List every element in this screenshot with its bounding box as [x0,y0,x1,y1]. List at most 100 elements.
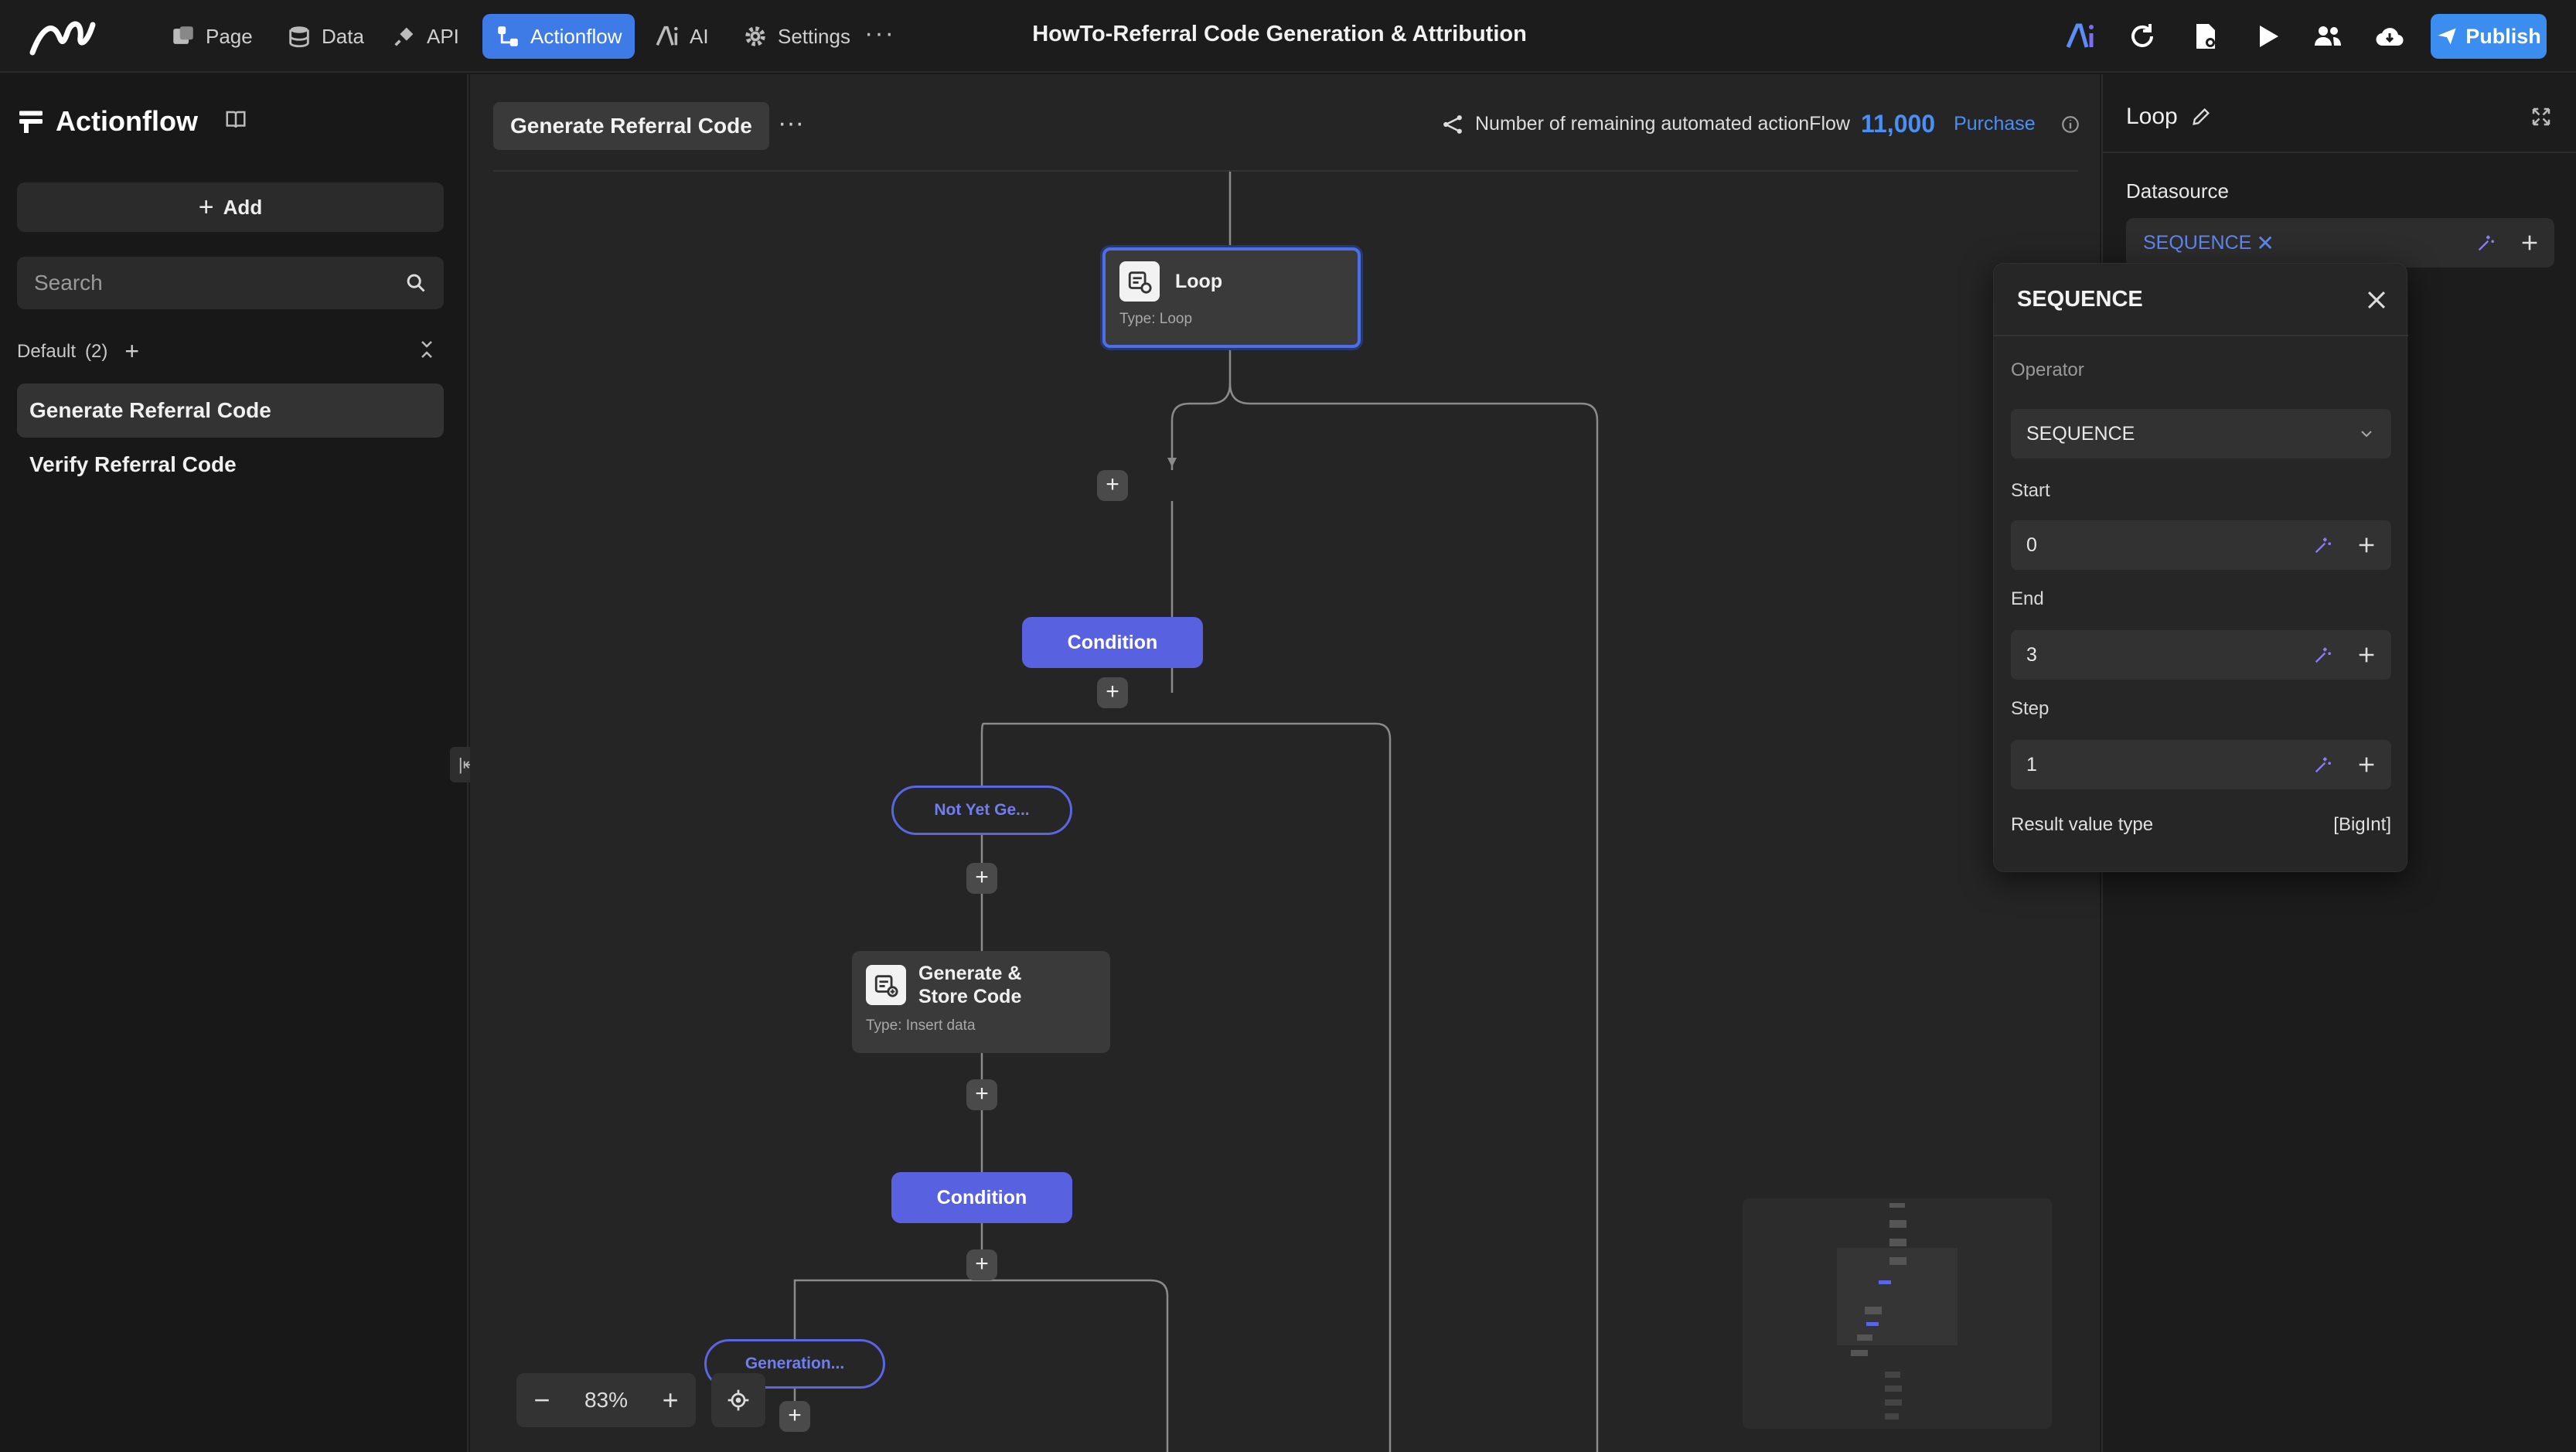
add-group-icon[interactable]: + [124,337,140,365]
add-step-button[interactable]: + [779,1401,810,1432]
group-name: Default [17,340,77,362]
add-actionflow-button[interactable]: + Add [17,182,444,232]
edit-pencil-icon[interactable] [2190,106,2212,128]
datasource-value[interactable]: SEQUENCE [2143,231,2252,254]
end-field[interactable]: 3 [2011,630,2391,680]
branch-not-yet-generated[interactable]: Not Yet Ge... [891,786,1072,835]
search-box [17,257,444,309]
file-settings-icon[interactable] [2188,19,2223,54]
docs-book-icon[interactable] [224,108,247,131]
result-value-type-row: Result value type [BigInt] [2011,814,2391,836]
publish-label: Publish [2465,24,2541,48]
nav-ai-label: AI [690,24,709,48]
zoom-out-button[interactable]: − [533,1384,550,1416]
info-icon[interactable] [2060,114,2080,135]
start-field[interactable]: 0 [2011,520,2391,570]
end-value: 3 [2026,643,2037,666]
sidebar-item-verify-referral-code[interactable]: Verify Referral Code [17,438,444,492]
remaining-actionflow-info: Number of remaining automated actionFlow… [1441,110,2080,138]
add-step-button[interactable]: + [1097,470,1128,501]
plus-icon[interactable] [2356,534,2377,556]
add-step-button[interactable]: + [966,1079,997,1110]
refresh-icon[interactable] [2125,19,2160,54]
magic-wand-icon[interactable] [2312,534,2334,556]
plug-icon [394,27,414,46]
sidebar-item-generate-referral-code[interactable]: Generate Referral Code [17,383,444,438]
database-icon [289,26,309,48]
group-count: (2) [85,340,108,362]
operator-select[interactable]: SEQUENCE [2011,409,2391,458]
nav-settings[interactable]: Settings [730,14,863,59]
loop-node[interactable]: Loop Type: Loop [1102,247,1361,348]
zoom-in-button[interactable]: + [662,1384,679,1416]
flow-title[interactable]: Generate Referral Code [493,102,769,150]
nav-page[interactable]: Page [158,14,265,59]
add-step-button[interactable]: + [1097,677,1128,708]
ai-assistant-icon[interactable] [2063,19,2098,54]
result-type-label: Result value type [2011,814,2154,835]
start-label: Start [2011,480,2050,501]
result-type-value: [BigInt] [2333,814,2391,835]
condition-node[interactable]: Condition [891,1172,1072,1223]
nav-page-label: Page [206,24,253,48]
step-field[interactable]: 1 [2011,740,2391,789]
divider [493,170,2078,172]
divider [1994,335,2408,336]
remove-datasource-icon[interactable]: ✕ [2256,230,2274,255]
sidebar-title: Actionflow [56,105,198,137]
condition-node[interactable]: Condition [1022,617,1203,668]
cloud-icon[interactable] [2372,19,2407,54]
add-step-button[interactable]: + [966,863,997,894]
nav-data[interactable]: Data [274,14,377,59]
purchase-link[interactable]: Purchase [1954,113,2036,135]
nav-api-label: API [427,24,459,48]
magic-wand-icon[interactable] [2312,644,2334,666]
users-icon[interactable] [2310,19,2346,54]
collapse-group-icon[interactable] [417,339,436,360]
ai-icon [656,26,678,46]
plus-icon[interactable] [2356,754,2377,775]
send-icon [2438,28,2456,45]
publish-button[interactable]: Publish [2431,14,2547,59]
expand-icon[interactable] [2530,105,2553,128]
magic-wand-icon[interactable] [2312,754,2334,775]
nav-api[interactable]: API [379,14,472,59]
gear-icon [745,26,765,46]
more-menu-icon[interactable]: ··· [864,19,895,48]
plus-icon: + [198,192,214,222]
play-icon[interactable] [2250,19,2285,54]
chevron-down-icon [2361,431,2372,438]
sidebar-item-label: Verify Referral Code [29,452,237,476]
flow-canvas[interactable]: Generate Referral Code ··· Number of rem… [470,74,2100,1452]
actionflow-sidebar: Actionflow + Add Default (2) + Generate … [0,74,469,1452]
recenter-icon[interactable] [711,1373,765,1427]
generate-node-type: Type: Insert data [866,1017,976,1034]
close-icon[interactable] [2363,287,2390,313]
flow-more-icon[interactable]: ··· [778,108,804,138]
magic-wand-icon[interactable] [2475,232,2497,254]
minimap[interactable] [1743,1198,2052,1429]
top-bar: Page Data API Actionflow AI Settings ···… [0,0,2576,73]
add-label: Add [223,195,263,219]
datasource-label: Datasource [2126,179,2229,203]
plus-icon[interactable] [2519,232,2540,254]
nav-data-label: Data [322,24,364,48]
flow-connectors [793,172,1599,1452]
popover-title: SEQUENCE [2017,287,2143,312]
panel-title-text: Loop [2126,104,2178,129]
nav-ai[interactable]: AI [642,14,721,59]
datasource-field[interactable]: SEQUENCE ✕ [2126,218,2554,268]
nav-settings-label: Settings [778,24,850,48]
app-logo[interactable] [28,14,105,59]
search-icon[interactable] [405,272,427,294]
step-label: Step [2011,698,2050,719]
add-step-button[interactable]: + [966,1249,997,1280]
start-value: 0 [2026,533,2037,556]
generate-store-code-node[interactable]: Generate & Store Code Type: Insert data [852,951,1110,1053]
nav-actionflow[interactable]: Actionflow [482,14,635,59]
divider [2103,152,2576,153]
search-input[interactable] [34,271,405,295]
sequence-popover: SEQUENCE Operator SEQUENCE Start 0 End 3… [1993,263,2408,872]
loop-node-name: Loop [1175,270,1223,292]
plus-icon[interactable] [2356,644,2377,666]
